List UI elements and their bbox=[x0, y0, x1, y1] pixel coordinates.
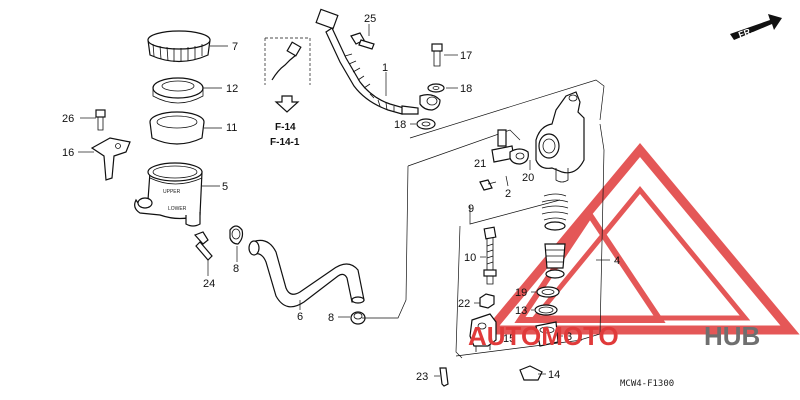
callout-25: 25 bbox=[364, 13, 376, 25]
callout-9: 9 bbox=[468, 203, 474, 215]
callout-23: 23 bbox=[416, 371, 428, 383]
callout-24: 24 bbox=[203, 278, 215, 290]
callout-21: 21 bbox=[474, 158, 486, 170]
part-5-reservoir-tank: UPPER LOWER bbox=[134, 162, 203, 227]
watermark-text-red: AUTOMOTO bbox=[468, 321, 619, 351]
callout-19: 19 bbox=[515, 287, 527, 299]
callout-8b: 8 bbox=[328, 312, 334, 324]
callout-11: 11 bbox=[226, 122, 237, 134]
callout-17: 17 bbox=[460, 50, 472, 62]
callout-4: 4 bbox=[614, 255, 620, 267]
part-18-sealing-washer bbox=[427, 83, 445, 93]
part-21-screw bbox=[479, 179, 497, 191]
direction-label: FR. bbox=[737, 26, 754, 40]
down-arrow-icon bbox=[274, 95, 300, 113]
part-13-circlip bbox=[534, 304, 558, 316]
callout-22: 22 bbox=[458, 298, 470, 310]
callout-2: 2 bbox=[505, 188, 511, 200]
part-11-diaphragm bbox=[149, 111, 205, 145]
part-9-push-rod-assembly bbox=[469, 199, 561, 225]
callout-13: 13 bbox=[515, 305, 527, 317]
part-6-reservoir-hose bbox=[248, 239, 365, 308]
ref-label-2: F-14-1 bbox=[270, 137, 300, 148]
diagram-code: MCW4-F1300 bbox=[620, 379, 674, 389]
part-20-master-cylinder-body bbox=[535, 91, 585, 183]
part-16-stay-bracket bbox=[90, 137, 131, 181]
callout-16: 16 bbox=[62, 147, 74, 159]
callout-18a: 18 bbox=[460, 83, 472, 95]
part-15-push-rod-clevis bbox=[469, 313, 497, 352]
direction-arrow-icon: FR. bbox=[730, 14, 782, 40]
callout-7: 7 bbox=[232, 41, 238, 53]
watermark: AUTOMOTO HUB bbox=[468, 321, 760, 351]
part-26-bolt bbox=[95, 109, 106, 131]
part-1-brake-hose bbox=[315, 8, 441, 115]
part-piston-cup bbox=[544, 243, 566, 279]
callout-12: 12 bbox=[226, 83, 238, 95]
watermark-text-gray: HUB bbox=[704, 321, 760, 351]
callout-5: 5 bbox=[222, 181, 228, 193]
callout-labels: 25 7 12 11 5 26 16 8 24 6 8 1 17 18 18 2… bbox=[62, 13, 620, 383]
watermark-triangle-icon bbox=[480, 142, 800, 335]
ref-label-1: F-14 bbox=[275, 122, 296, 133]
part-10-push-rod bbox=[483, 226, 497, 285]
part-8-hose-clamp bbox=[229, 225, 244, 245]
reservoir-lower-mark: LOWER bbox=[168, 206, 187, 212]
callout-8a: 8 bbox=[233, 263, 239, 275]
callout-20: 20 bbox=[522, 172, 534, 184]
part-14-clip bbox=[519, 365, 543, 381]
part-18-sealing-washer-lower bbox=[416, 118, 436, 130]
part-25-bolt bbox=[350, 32, 375, 50]
callout-15: 15 bbox=[503, 333, 515, 345]
part-23-cotter-pin bbox=[439, 367, 449, 387]
part-17-bolt bbox=[431, 43, 443, 67]
part-spring bbox=[541, 193, 569, 231]
part-24-bolt bbox=[193, 231, 213, 261]
callout-10: 10 bbox=[464, 252, 476, 264]
callout-6: 6 bbox=[297, 311, 303, 323]
part-19-o-ring bbox=[536, 286, 560, 298]
reference-box bbox=[264, 37, 311, 85]
callout-3: 3 bbox=[566, 331, 572, 343]
callout-18b: 18 bbox=[394, 119, 406, 131]
callout-1: 1 bbox=[382, 62, 388, 74]
part-2-hose-joint bbox=[491, 129, 529, 165]
callout-14: 14 bbox=[548, 369, 560, 381]
part-22-lock-nut bbox=[479, 293, 495, 309]
part-12-diaphragm-plate bbox=[152, 77, 204, 104]
reservoir-upper-mark: UPPER bbox=[163, 189, 181, 195]
part-7-reservoir-cap bbox=[147, 30, 211, 63]
callout-26: 26 bbox=[62, 113, 74, 125]
part-3-joint-connector bbox=[535, 321, 559, 347]
